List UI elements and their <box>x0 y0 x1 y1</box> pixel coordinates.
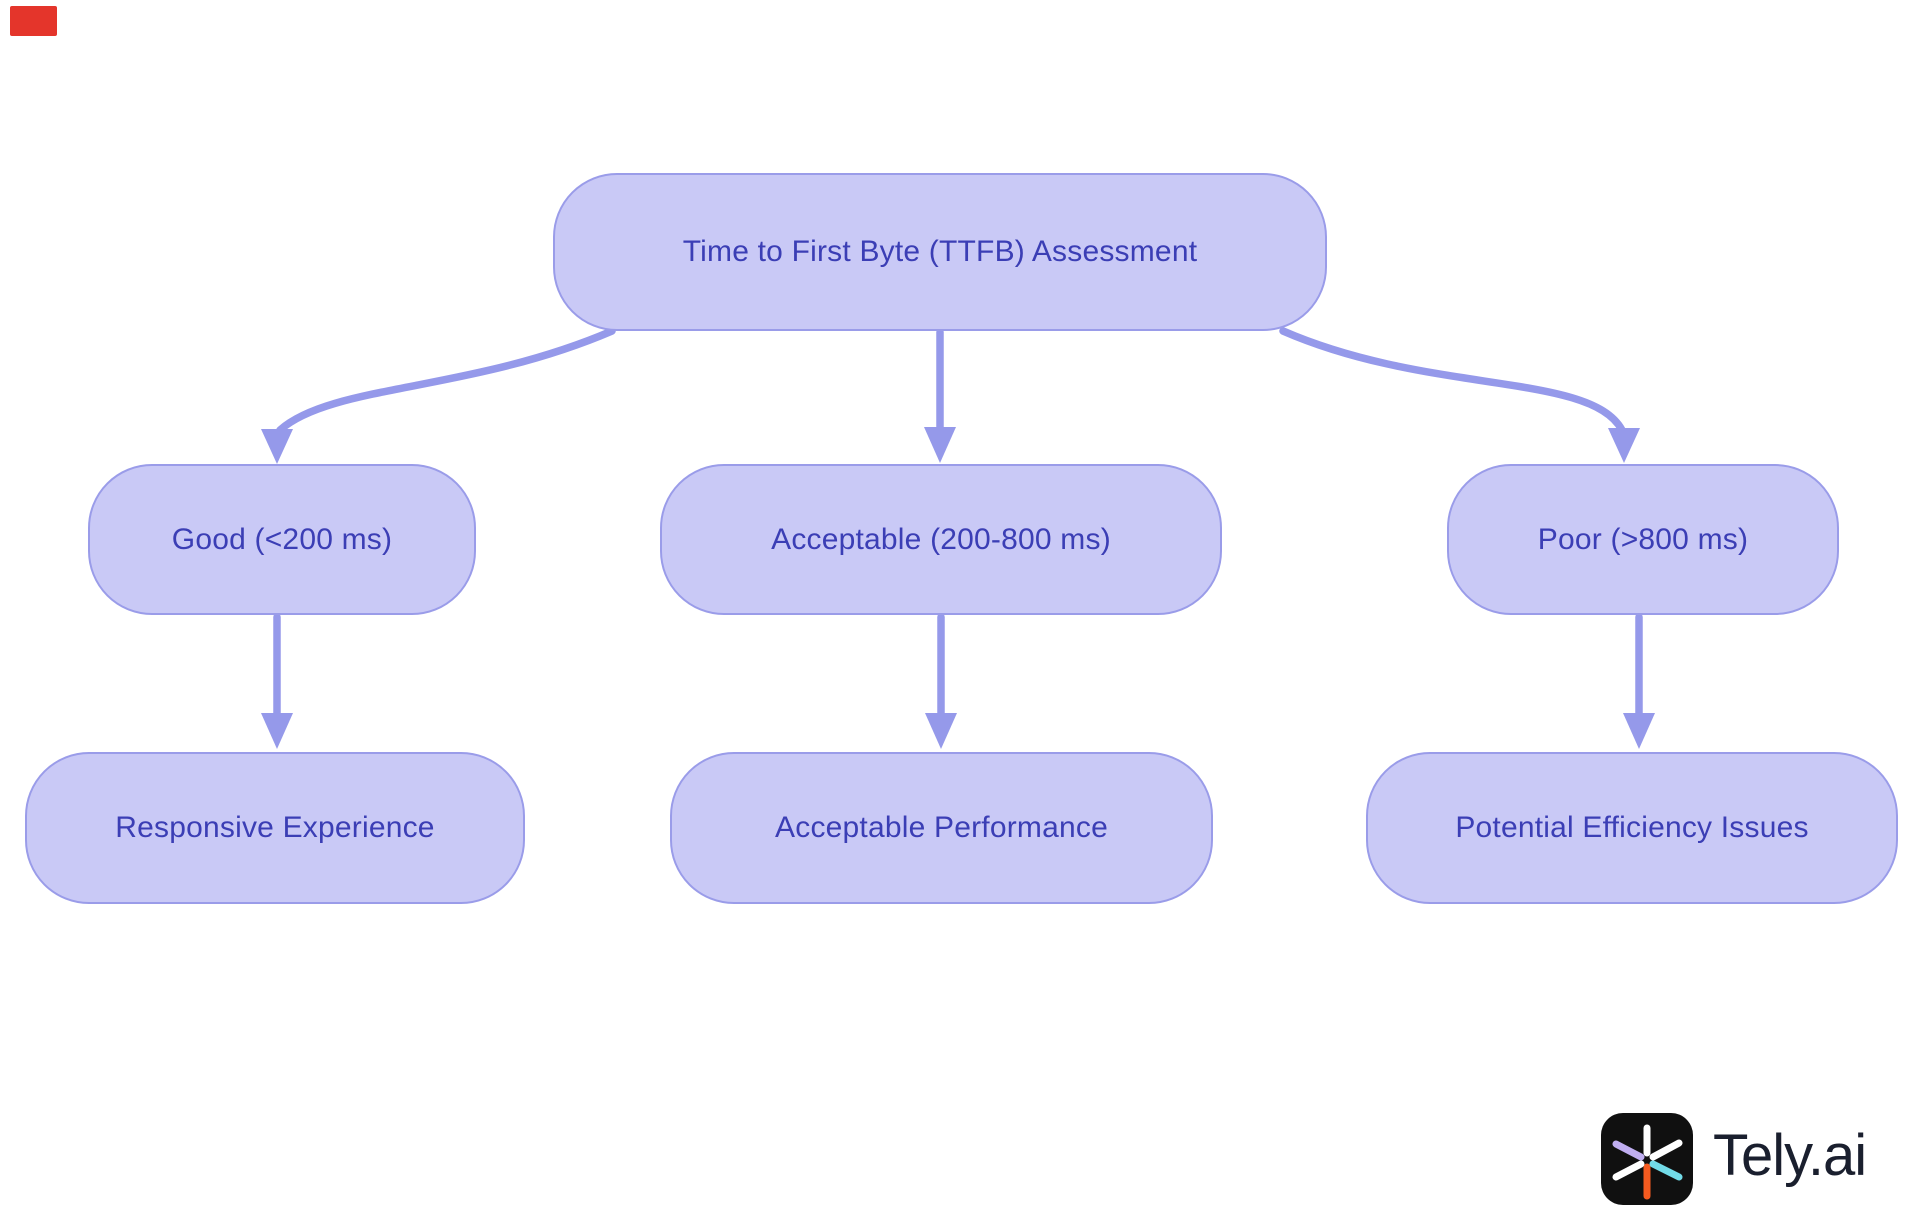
node-acceptable: Acceptable (200-800 ms) <box>660 464 1222 615</box>
edge-good-responsive <box>261 613 293 749</box>
tely-ai-logo: Tely.ai <box>1601 1112 1867 1206</box>
tely-ai-logo-text: Tely.ai <box>1713 1123 1867 1188</box>
edge-poor-potential <box>1623 613 1655 749</box>
asterisk-star-icon <box>1612 1124 1683 1200</box>
node-ttfb-assessment: Time to First Byte (TTFB) Assessment <box>553 173 1327 331</box>
node-ttfb-assessment-label: Time to First Byte (TTFB) Assessment <box>682 235 1198 268</box>
node-potential-efficiency-issues-label: Potential Efficiency Issues <box>1455 811 1809 844</box>
edge-root-good <box>261 327 616 464</box>
node-poor-label: Poor (>800 ms) <box>1537 522 1749 556</box>
tely-ai-logo-icon <box>1601 1113 1693 1205</box>
recording-indicator-badge <box>10 6 57 36</box>
edge-root-poor <box>1279 327 1640 463</box>
node-responsive-experience-label: Responsive Experience <box>115 811 435 844</box>
node-poor: Poor (>800 ms) <box>1447 464 1839 615</box>
node-good-label: Good (<200 ms) <box>171 522 393 556</box>
node-good: Good (<200 ms) <box>88 464 476 615</box>
node-responsive-experience: Responsive Experience <box>25 752 525 904</box>
node-potential-efficiency-issues: Potential Efficiency Issues <box>1366 752 1898 904</box>
edge-root-acceptable <box>924 328 956 463</box>
edge-acceptable-acceptableperf <box>925 613 957 749</box>
node-acceptable-performance-label: Acceptable Performance <box>775 811 1108 844</box>
node-acceptable-performance: Acceptable Performance <box>670 752 1213 904</box>
node-acceptable-label: Acceptable (200-800 ms) <box>771 522 1111 556</box>
